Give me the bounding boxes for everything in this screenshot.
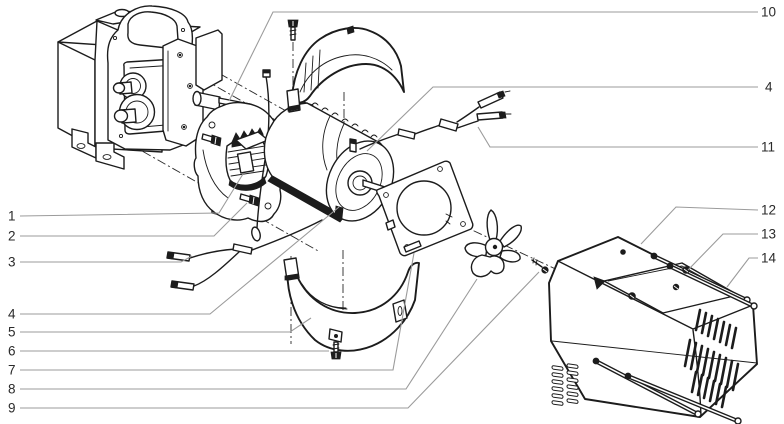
bottom-baffle <box>283 257 420 360</box>
callout-leader-4-right <box>366 86 758 152</box>
shroud-long-screws <box>592 252 758 424</box>
motor-gasket <box>376 160 474 257</box>
callout-leader-8-left <box>20 278 478 390</box>
callout-label-14-right: 14 <box>761 251 777 266</box>
motor-stud-bottom <box>334 205 344 219</box>
rear-block <box>195 29 223 91</box>
callout-leader-2-left <box>20 202 248 237</box>
callout-leader-7-left <box>20 252 415 371</box>
callout-leader-1-left <box>19 173 244 217</box>
callout-leader-4-left <box>20 206 340 315</box>
callout-label-1-left: 1 <box>8 209 16 224</box>
baffle-screw-top <box>287 19 299 41</box>
callout-leader-13-right <box>687 233 758 271</box>
wire-assembly-left <box>166 219 323 291</box>
callout-leader-3-left <box>20 255 193 263</box>
fan-screw <box>531 257 549 274</box>
callout-leader-12-right <box>640 206 759 245</box>
callout-label-13-right: 13 <box>761 227 776 242</box>
callout-label-4-right: 4 <box>765 80 773 95</box>
callout-label-11-right: 11 <box>761 140 775 155</box>
callout-leader-9-left <box>20 271 540 409</box>
callout-label-5-left: 5 <box>8 325 16 340</box>
shroud-right-vents <box>683 308 740 409</box>
shroud-left-vents <box>551 363 579 406</box>
wire-assembly-right <box>359 90 512 150</box>
callout-leader-10-right <box>228 11 758 102</box>
callout-label-4-left: 4 <box>8 307 16 322</box>
callout-label-8-left: 8 <box>8 382 16 397</box>
motor-body <box>263 102 395 223</box>
callout-label-10-right: 10 <box>761 5 776 20</box>
motor-shroud <box>548 236 758 424</box>
callout-label-3-left: 3 <box>8 255 16 270</box>
top-baffle <box>286 19 405 113</box>
callout-label-7-left: 7 <box>8 363 16 378</box>
callout-label-6-left: 6 <box>8 344 16 359</box>
callout-leader-5-left <box>20 317 312 333</box>
callout-leader-11-right <box>477 126 758 148</box>
callout-leader-14-right <box>726 257 758 288</box>
baffle-screw-bottom <box>330 341 342 360</box>
callout-label-2-left: 2 <box>8 229 16 244</box>
skid-feet <box>71 128 125 170</box>
cooling-fan <box>464 209 522 278</box>
callout-label-12-right: 12 <box>761 203 776 218</box>
adapter-plate <box>162 38 204 147</box>
pump-housing <box>57 5 254 220</box>
gear-bosses <box>112 72 156 131</box>
callout-label-9-left: 9 <box>8 401 16 416</box>
